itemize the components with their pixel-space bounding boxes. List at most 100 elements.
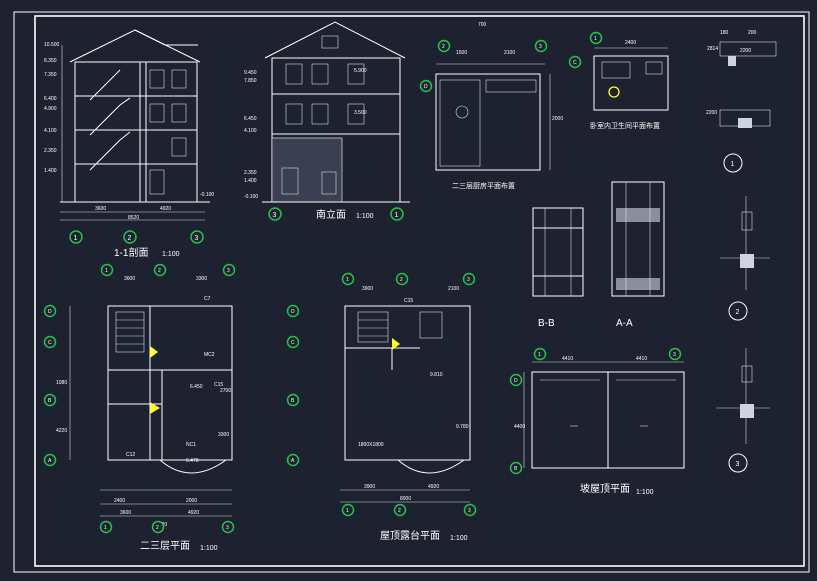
level-label: 5.900 bbox=[354, 68, 367, 74]
axis-label: 1 bbox=[395, 212, 399, 219]
elevation-axis-bubbles: 3 1 bbox=[268, 207, 404, 221]
room-label: 9.810 bbox=[430, 372, 443, 378]
detail-2-label: 2 bbox=[736, 309, 740, 316]
axis-label: 1 bbox=[346, 508, 349, 514]
axis-label: B bbox=[291, 398, 295, 404]
level-label: 3.500 bbox=[354, 110, 367, 116]
level-label: -0.100 bbox=[244, 194, 258, 200]
level-label: 4.900 bbox=[44, 106, 57, 112]
section-bb-title: B-B bbox=[538, 318, 555, 329]
dim-label: 2400 bbox=[625, 40, 636, 46]
axis-label: 1 bbox=[105, 268, 108, 274]
dim-label: 2100 bbox=[448, 286, 459, 292]
room-label: C15 bbox=[214, 382, 223, 388]
section-1-1-drawing bbox=[60, 29, 210, 221]
dim-label: 3300 bbox=[196, 276, 207, 282]
dim-label: 2814 bbox=[707, 46, 718, 52]
dim-label: 8520 bbox=[128, 215, 139, 221]
room-label: 6.450 bbox=[190, 384, 203, 390]
section-level-labels: 10.500 8.350 7.350 6.400 4.900 4.100 2.3… bbox=[44, 42, 214, 221]
dim-label: 2200 bbox=[740, 48, 751, 54]
level-label: 8.350 bbox=[44, 58, 57, 64]
detail-3-drawing: 3 bbox=[716, 348, 770, 473]
axis-label: 3 bbox=[539, 44, 542, 50]
axis-label: 1 bbox=[538, 352, 541, 358]
bathroom-plan-axes: 1 C 2400 bbox=[568, 31, 636, 69]
bathroom-plan-drawing bbox=[593, 47, 669, 111]
axis-label: B bbox=[48, 398, 52, 404]
dim-label: 4410 bbox=[636, 356, 647, 362]
axis-label: D bbox=[291, 309, 295, 315]
level-label: 1.400 bbox=[44, 168, 57, 174]
axis-label: B bbox=[514, 466, 518, 472]
sloped-roof-plan-scale: 1:100 bbox=[636, 489, 654, 496]
room-label: C12 bbox=[126, 452, 135, 458]
axis-label: 3 bbox=[226, 525, 229, 531]
dim-label: 4400 bbox=[514, 424, 525, 430]
detail-1-label: 1 bbox=[731, 161, 735, 168]
dim-label: 700 bbox=[478, 22, 487, 28]
detail-3-label: 3 bbox=[736, 461, 740, 468]
axis-label: 2 bbox=[442, 44, 445, 50]
room-label: C7 bbox=[204, 296, 211, 302]
roof-terrace-plan-labels: C15 9.810 9.780 1800X1800 3900 2100 3900… bbox=[358, 286, 469, 502]
roof-terrace-plan-title: 屋顶露台平面 bbox=[380, 529, 440, 542]
dim-label: 3600 bbox=[120, 510, 131, 516]
sloped-roof-plan-axes: 1 3 D B bbox=[509, 347, 682, 475]
axis-label: 1 bbox=[594, 36, 597, 42]
level-label: 6.450 bbox=[244, 116, 257, 122]
section-bb-drawing bbox=[532, 207, 584, 297]
axis-label: D bbox=[514, 378, 518, 384]
axis-label: 3 bbox=[273, 212, 277, 219]
dim-label: 2100 bbox=[504, 50, 515, 56]
dim-label: 1080 bbox=[56, 380, 67, 386]
kitchen-plan-drawing bbox=[435, 63, 551, 171]
axis-label: A bbox=[48, 458, 52, 464]
section-1-1-title: 1-1剖面 bbox=[114, 246, 148, 259]
level-label: 6.400 bbox=[44, 96, 57, 102]
roof-terrace-plan-axes: 1 2 3 D C B A 1 2 3 bbox=[286, 272, 477, 517]
dim-label: 4920 bbox=[428, 484, 439, 490]
south-elevation-drawing bbox=[262, 21, 410, 203]
kitchen-plan-axes: 2 3 D 700 1500 2100 2000 bbox=[419, 22, 563, 122]
level-label: 7.350 bbox=[44, 72, 57, 78]
sloped-roof-plan-labels: 4410 4410 4400 bbox=[514, 356, 647, 430]
axis-label: C bbox=[291, 340, 295, 346]
axis-label: 1 bbox=[346, 277, 349, 283]
dim-label: 3600 bbox=[124, 276, 135, 282]
axis-label: 3 bbox=[227, 268, 230, 274]
axis-label: 3 bbox=[467, 277, 470, 283]
roof-terrace-plan-scale: 1:100 bbox=[450, 535, 468, 542]
dim-label: 3900 bbox=[362, 286, 373, 292]
level-label: 2.350 bbox=[44, 148, 57, 154]
floor-23-plan-axes: 1 2 3 D C B A 1 2 3 bbox=[43, 263, 236, 534]
axis-label: D bbox=[48, 309, 52, 315]
south-elevation-title: 南立面 bbox=[316, 208, 346, 221]
dim-label: 8000 bbox=[400, 496, 411, 502]
dim-label: 4920 bbox=[188, 510, 199, 516]
axis-label: 1 bbox=[74, 235, 78, 242]
dim-label: 180 bbox=[720, 30, 729, 36]
section-axis-bubbles: 1 2 3 bbox=[69, 230, 204, 244]
level-label: 7.850 bbox=[244, 78, 257, 84]
axis-label: 3 bbox=[673, 352, 676, 358]
room-label: NC1 bbox=[186, 442, 196, 448]
detail-2-drawing: 2 bbox=[720, 196, 770, 321]
dim-label: 1500 bbox=[456, 50, 467, 56]
axis-label: 2 bbox=[158, 268, 161, 274]
axis-label: 3 bbox=[468, 508, 471, 514]
axis-label: 2 bbox=[400, 277, 403, 283]
kitchen-plan-title: 二三层厨房平面布置 bbox=[452, 181, 515, 190]
detail-1-drawing: 180 200 2200 2814 2200 1 bbox=[706, 30, 777, 173]
dim-label: 3300 bbox=[218, 432, 229, 438]
outer-frame bbox=[13, 11, 810, 573]
level-label: -0.100 bbox=[200, 192, 214, 198]
room-label: 6.470 bbox=[186, 458, 199, 464]
level-label: 9.450 bbox=[244, 70, 257, 76]
section-aa-drawing bbox=[611, 181, 665, 297]
axis-label: D bbox=[424, 84, 428, 90]
level-label: 4.100 bbox=[44, 128, 57, 134]
floor-23-plan-title: 二三层平面 bbox=[140, 540, 190, 552]
dim-label: 4410 bbox=[562, 356, 573, 362]
section-aa-title: A-A bbox=[616, 318, 633, 329]
